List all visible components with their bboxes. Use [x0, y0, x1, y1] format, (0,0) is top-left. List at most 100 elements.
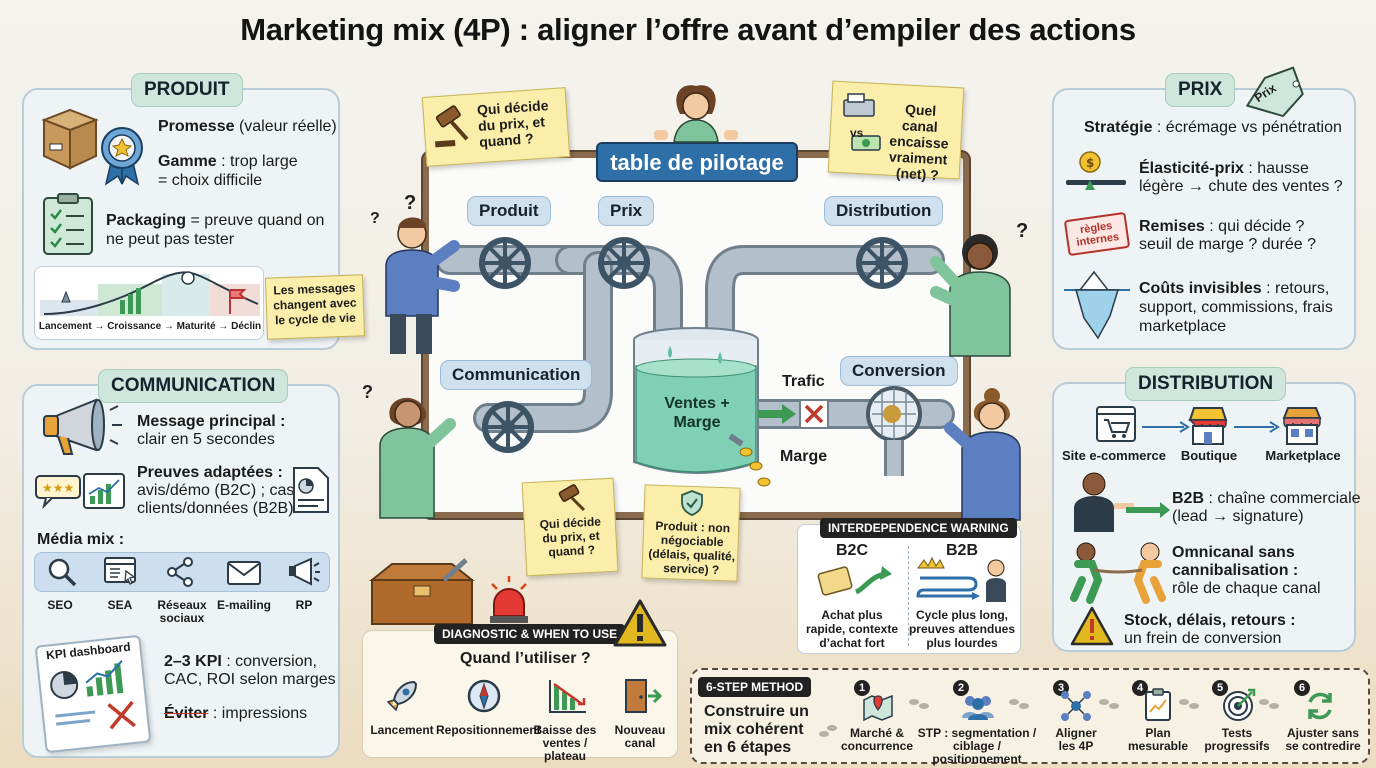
packaging-text-2: ne peut pas tester: [106, 231, 235, 248]
media-emailing: E-mailing: [216, 598, 271, 612]
clipboard-icon: [43, 193, 93, 255]
person-conversion-icon: [944, 388, 1021, 521]
svg-text:★★★: ★★★: [42, 481, 74, 495]
gavel-icon: [435, 105, 469, 148]
kpi-text-2: CAC, ROI selon marges: [164, 671, 336, 688]
footsteps: [819, 699, 1279, 737]
pill-prix: Prix: [598, 196, 655, 226]
question-mark-2: ?: [404, 192, 417, 214]
step-4-number: 4: [1132, 680, 1148, 696]
tug-of-war-icon: [1070, 542, 1166, 604]
pr-megaphone-icon: [289, 557, 320, 586]
packaging-text: Packaging = preuve quand on: [106, 212, 325, 229]
valve-prix-icon[interactable]: [597, 236, 651, 290]
interdependence-bar: INTERDEPENDENCE WARNING: [820, 518, 1017, 538]
couts-text-3: marketplace: [1139, 318, 1227, 335]
warning-icon-2: [1070, 606, 1114, 646]
search-icon: [48, 558, 77, 587]
remises-text: Remises : qui décide ?: [1139, 218, 1305, 235]
channel-arrows: [1142, 421, 1280, 433]
couts-text: Coûts invisibles : retours,: [1139, 280, 1330, 297]
person-produit-icon: [385, 217, 460, 354]
b2b-text: Cycle plus long, preuves attendues plus …: [908, 608, 1016, 650]
elasticite-text: Élasticité-prix : hausse: [1139, 160, 1309, 177]
step-6-label: Ajuster sans se contredire: [1285, 726, 1361, 753]
eviter-text: Éviter : impressions: [164, 705, 308, 722]
note-qui-decide-top-text: Qui décide du prix, et quand ?: [476, 97, 549, 150]
price-tag-icon: [1245, 66, 1304, 118]
step-3-label: Aligner les 4P: [1055, 726, 1097, 753]
message-principal: Message principal :: [137, 413, 286, 430]
plan-clipboard-icon: [1145, 688, 1171, 721]
diag-nouveau-canal: Nouveau canal: [614, 723, 666, 750]
kpi-chart-icon: [50, 660, 136, 730]
stock-text-2: un frein de conversion: [1124, 630, 1282, 647]
scale-balance-icon: $: [1066, 151, 1126, 190]
reviews-icon: ★★★: [35, 473, 125, 510]
media-mix-title: Média mix :: [37, 531, 125, 548]
step-5-number: 5: [1212, 680, 1228, 696]
b2b-text: B2B : chaîne commerciale: [1172, 490, 1361, 507]
cash-register-icon: [843, 93, 881, 151]
media-mix-bar: [34, 552, 330, 592]
step-6-number: 6: [1294, 680, 1310, 696]
rocket-icon: [386, 680, 418, 712]
people-group-icon: [962, 696, 994, 720]
step-1-number: 1: [854, 680, 870, 696]
compass-icon: [467, 679, 501, 713]
b2b-slow-icon: [916, 556, 1006, 602]
channel-ecommerce: Site e-commerce: [1061, 448, 1167, 463]
omnicanal-text: Omnicanal sans: [1172, 544, 1295, 561]
document-icon: [293, 467, 329, 513]
ecommerce-icon: [1096, 406, 1136, 442]
vs-label: vs: [850, 126, 864, 140]
strategie-text: Stratégie : écrémage vs pénétration: [1084, 119, 1342, 136]
b2b-sales-icon: [1074, 472, 1170, 532]
step-2-number: 2: [953, 680, 969, 696]
interdependence-divider: [908, 546, 909, 646]
promesse-text: Promesse (valeur réelle): [158, 118, 337, 135]
media-seo: SEO: [47, 598, 73, 612]
method-title: Construire un mix cohérent en 6 étapes: [704, 703, 809, 756]
pill-distribution: Distribution: [824, 196, 944, 226]
produit-tag: PRODUIT: [131, 73, 243, 107]
box-icon: [41, 108, 99, 170]
person-communication-icon: [379, 397, 456, 519]
remises-text-2: seuil de marge ? durée ?: [1139, 236, 1316, 253]
couts-text-2: support, commissions, frais: [1139, 299, 1333, 316]
b2c-fast-icon: [817, 566, 892, 596]
valve-distribution-icon[interactable]: [855, 236, 909, 290]
diagnostic-bar: DIAGNOSTIC & WHEN TO USE: [434, 624, 626, 644]
share-icon: [167, 557, 193, 587]
distribution-tag: DISTRIBUTION: [1125, 367, 1287, 401]
note-produit-text: Produit : non négociable (délais, qualit…: [648, 518, 736, 577]
b2b-title: B2B: [946, 542, 979, 559]
diag-repositionnement: Repositionnement: [436, 723, 541, 737]
lifecycle-note: Les messages changent avec le cycle de v…: [264, 274, 366, 340]
stock-text: Stock, délais, retours :: [1124, 612, 1296, 629]
pill-conversion: Conversion: [840, 356, 958, 386]
gavel-icon-2: [558, 484, 586, 512]
decline-chart-icon: [549, 680, 586, 713]
valve-communication-icon[interactable]: [481, 400, 535, 454]
preuves-line-2: clients/données (B2B): [137, 500, 294, 517]
note-qui-decide-bottom-text: Qui décide du prix, et quand ?: [539, 514, 602, 560]
iceberg-icon: [1064, 270, 1130, 340]
step-2-label: STP : segmentation / ciblage / positionn…: [917, 726, 1037, 766]
kpi-text: 2–3 KPI : conversion,: [164, 653, 317, 670]
communication-tag: COMMUNICATION: [98, 369, 289, 403]
ad-window-icon: [104, 557, 136, 585]
diagnostic-title: Quand l’utiliser ?: [460, 650, 591, 667]
map-pin-icon: [863, 694, 893, 722]
question-mark-4: ?: [1016, 220, 1029, 242]
b2c-title: B2C: [836, 542, 869, 559]
b2c-text: Achat plus rapide, contexte d’achat fort: [805, 608, 899, 650]
person-distribution-icon: [930, 234, 1011, 357]
preuves-line-1: avis/démo (B2C) ; cas: [137, 482, 295, 499]
omnicanal-text-2: cannibalisation :: [1172, 562, 1299, 579]
media-sea: SEA: [107, 598, 133, 612]
trafic-label: Trafic: [782, 373, 825, 390]
step-5-label: Tests progressifs: [1204, 726, 1270, 753]
valve-produit-icon[interactable]: [478, 236, 532, 290]
diag-baisse: Baisse des ventes / plateau: [533, 723, 597, 763]
